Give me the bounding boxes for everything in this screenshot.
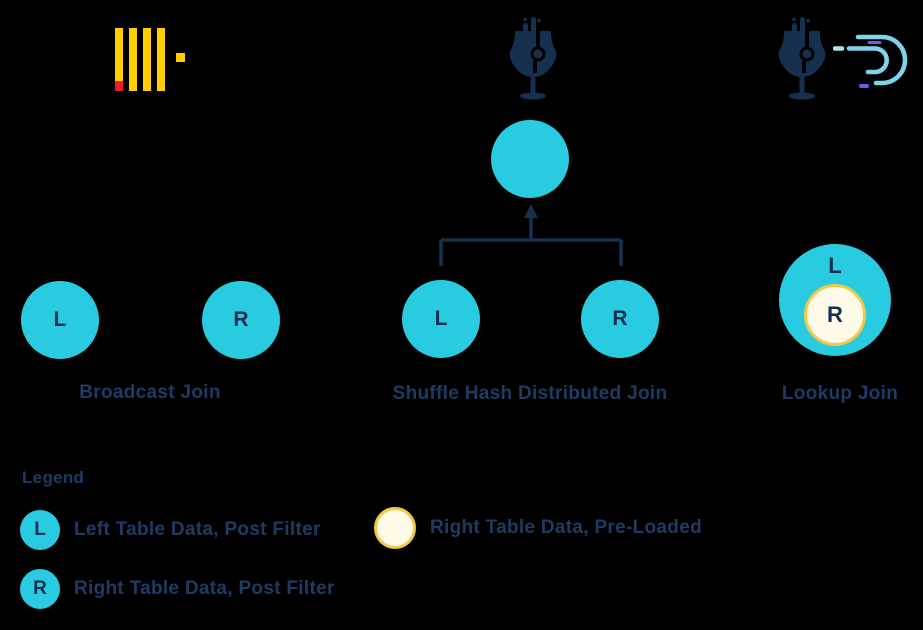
legend-item: L Left Table Data, Post Filter [20, 510, 321, 550]
shuffle-right-node: R [581, 280, 659, 358]
merge-arrow-bracket [439, 204, 623, 266]
yellow-dot [176, 53, 185, 62]
node-letter: L [434, 307, 448, 330]
lookup-inner-circle: R [804, 284, 866, 346]
broadcast-right-node: R [202, 281, 280, 359]
node-letter: L [53, 308, 67, 331]
shuffle-result-node [491, 120, 569, 198]
red-accent [115, 81, 123, 91]
legend-item: R Right Table Data, Post Filter [20, 569, 335, 609]
shuffle-left-node: L [402, 280, 480, 358]
legend-swatch-preloaded [374, 507, 416, 549]
broadcast-join-label: Broadcast Join [79, 382, 221, 403]
legend-item-label: Right Table Data, Pre-Loaded [430, 517, 702, 538]
bar-columns-logo [115, 28, 185, 91]
legend-item: Right Table Data, Pre-Loaded [374, 507, 702, 549]
lookup-inner-letter: R [827, 302, 843, 327]
legend-swatch-right-cyan: R [20, 569, 60, 609]
broadcast-left-node: L [21, 281, 99, 359]
legend-item-label: Left Table Data, Post Filter [74, 519, 321, 540]
legend-item-label: Right Table Data, Post Filter [74, 578, 335, 599]
wine-glass-icon [509, 17, 557, 100]
legend-swatch-letter: L [34, 519, 46, 540]
legend-swatch-left-cyan: L [20, 510, 60, 550]
speed-d-icon [833, 34, 908, 88]
node-letter: R [233, 308, 249, 331]
wine-glass-icon [778, 17, 826, 100]
shuffle-join-label: Shuffle Hash Distributed Join [392, 383, 668, 404]
node-letter: R [612, 307, 628, 330]
lookup-join-label: Lookup Join [781, 383, 899, 404]
legend-swatch-letter: R [33, 578, 47, 599]
lookup-outer-letter: L [828, 253, 842, 278]
lookup-outer-circle: L R [779, 244, 891, 356]
legend-title: Legend [22, 468, 85, 487]
